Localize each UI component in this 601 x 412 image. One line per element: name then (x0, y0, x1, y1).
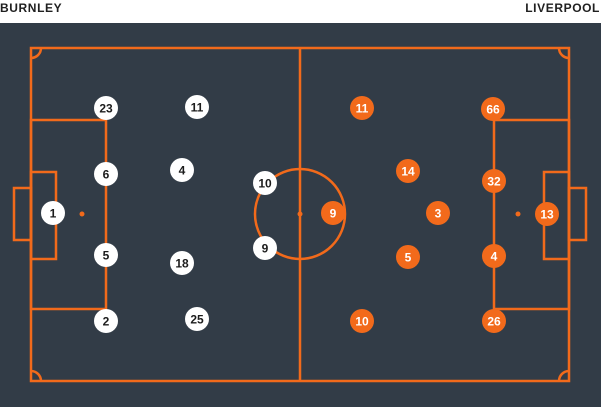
player-number: 3 (435, 207, 442, 221)
player-number: 13 (540, 208, 554, 222)
centre-circle (253, 167, 347, 261)
home-player[interactable]: 11 (185, 95, 209, 119)
home-player[interactable]: 5 (94, 243, 118, 267)
pitch-spots (79, 211, 521, 217)
pitch: 23 11 6 4 10 1 9 5 18 2 25 11 66 14 32 9… (0, 23, 601, 407)
player-number: 5 (405, 251, 412, 265)
away-player[interactable]: 3 (426, 201, 450, 225)
player-number: 26 (487, 315, 501, 329)
player-number: 18 (175, 257, 189, 271)
home-player[interactable]: 25 (185, 307, 209, 331)
home-player[interactable]: 4 (170, 158, 194, 182)
centre-spot (297, 211, 303, 217)
away-player[interactable]: 10 (350, 309, 374, 333)
corner-arc-top-left (30, 47, 43, 60)
player-number: 9 (330, 207, 337, 221)
pitch-diagram: 23 11 6 4 10 1 9 5 18 2 25 11 66 14 32 9… (0, 23, 601, 407)
home-team-name: BURNLEY (0, 1, 63, 15)
home-player[interactable]: 9 (253, 236, 277, 260)
home-goal (12, 186, 33, 242)
away-player[interactable]: 26 (482, 309, 506, 333)
away-goal (567, 186, 588, 242)
away-team-name: LIVERPOOL (525, 1, 600, 15)
away-player[interactable]: 66 (481, 97, 505, 121)
player-number: 6 (103, 168, 110, 182)
player-number: 4 (179, 164, 186, 178)
corner-arc-bottom-left (30, 369, 43, 382)
home-player[interactable]: 18 (170, 251, 194, 275)
player-number: 2 (103, 315, 110, 329)
home-players: 23 11 6 4 10 1 9 5 18 2 25 (41, 95, 277, 333)
player-number: 1 (50, 207, 57, 221)
pitch-markings (12, 46, 588, 383)
away-penalty-spot (515, 211, 521, 217)
home-player[interactable]: 2 (94, 309, 118, 333)
away-player[interactable]: 9 (321, 201, 345, 225)
player-number: 9 (262, 242, 269, 256)
player-number: 11 (356, 102, 369, 116)
player-number: 11 (191, 101, 204, 115)
away-player[interactable]: 11 (350, 96, 374, 120)
player-number: 10 (258, 177, 272, 191)
player-number: 4 (491, 250, 498, 264)
away-player[interactable]: 32 (482, 169, 506, 193)
corner-arc-bottom-right (557, 369, 570, 382)
away-player[interactable]: 5 (396, 245, 420, 269)
player-number: 14 (401, 165, 415, 179)
away-player[interactable]: 4 (482, 244, 506, 268)
home-penalty-spot (79, 211, 85, 217)
player-number: 32 (487, 175, 501, 189)
player-number: 5 (103, 249, 110, 263)
player-number: 10 (355, 315, 369, 329)
home-player[interactable]: 23 (94, 96, 118, 120)
away-players: 11 66 14 32 9 3 13 5 4 10 26 (321, 96, 559, 333)
away-player[interactable]: 13 (535, 202, 559, 226)
home-player[interactable]: 6 (94, 162, 118, 186)
home-player[interactable]: 10 (253, 171, 277, 195)
home-player[interactable]: 1 (41, 201, 65, 225)
corner-arc-top-right (557, 47, 570, 60)
player-number: 66 (486, 103, 500, 117)
player-number: 23 (99, 102, 113, 116)
away-player[interactable]: 14 (396, 159, 420, 183)
player-number: 25 (190, 313, 204, 327)
